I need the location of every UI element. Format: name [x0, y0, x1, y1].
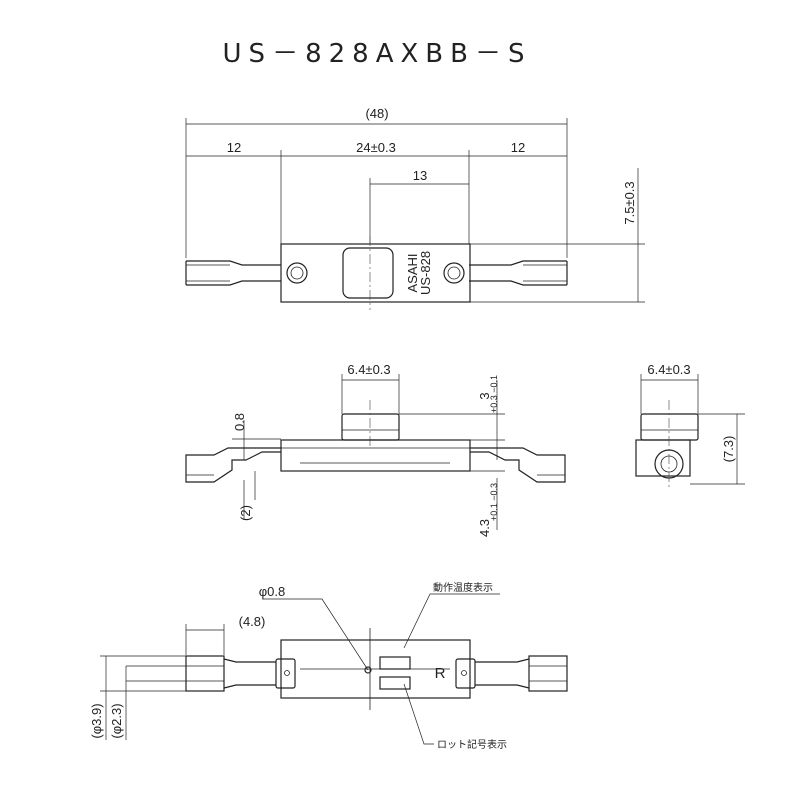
- note-temperature-marking: 動作温度表示: [433, 581, 493, 594]
- temperature-mark-box: [379, 656, 411, 670]
- marking-model: US-828: [418, 251, 433, 295]
- top-view-dimension-lines: [185, 118, 645, 303]
- note-lot-marking: ロット記号表示: [437, 738, 507, 751]
- dim-lead-offset: (2): [238, 505, 253, 521]
- lot-mark-box: [379, 676, 411, 690]
- end-view: 6.4±0.3 (7.3): [635, 362, 745, 488]
- dim-body-height-tolerance: +0.1 −0.3: [489, 483, 499, 521]
- side-view: 6.4±0.3 3 +0.3 −0.1 4.3 +0.1 −0.3 0.8 (2…: [185, 362, 566, 537]
- dim-hole-pitch: 13: [413, 168, 427, 183]
- bottom-view-right-lead: [455, 655, 568, 692]
- dim-end-height: (7.3): [721, 436, 736, 463]
- left-rivet: [286, 262, 308, 284]
- dim-plate-thickness: 0.8: [232, 413, 247, 431]
- marking-asahi: ASAHI: [405, 253, 420, 292]
- dim-body-height: 4.3: [477, 519, 492, 537]
- side-view-body: [280, 439, 471, 472]
- top-view-right-lead: [469, 260, 568, 286]
- bottom-view-dimension-lines: [100, 593, 500, 745]
- dim-outer-diameter: (φ3.9): [89, 703, 104, 738]
- dim-hole-diameter: φ0.8: [259, 584, 286, 599]
- dim-right-tab-length: 12: [511, 140, 525, 155]
- side-view-left-lead: [185, 447, 281, 483]
- marking-r: R: [435, 665, 446, 682]
- bottom-view-hole: [364, 666, 372, 674]
- dim-inner-diameter: (φ2.3): [109, 703, 124, 738]
- top-view-body: [280, 243, 471, 303]
- side-view-cap: [341, 413, 400, 441]
- dim-cap-width: 6.4±0.3: [347, 362, 390, 377]
- dim-cap-height-tolerance: +0.3 −0.1: [489, 375, 499, 413]
- top-view: (48) 12 24±0.3 12 13 7.5±0.3 ASAHI US-82…: [185, 106, 645, 310]
- bottom-view-body: [280, 639, 471, 699]
- bottom-view-left-lead: [185, 655, 296, 692]
- dim-end-cap-width: 6.4±0.3: [647, 362, 690, 377]
- top-view-window: [342, 247, 394, 299]
- top-view-left-lead: [185, 260, 281, 286]
- dim-top-height: 7.5±0.3: [622, 181, 637, 224]
- side-view-right-lead: [470, 447, 566, 483]
- dim-tab-length: (4.8): [239, 614, 266, 629]
- end-view-cap: [640, 413, 699, 441]
- dim-overall-length: (48): [365, 106, 388, 121]
- bottom-view: (4.8) φ0.8 (φ3.9) (φ2.3) 動作温度表示 ロット記号表示 …: [89, 581, 568, 751]
- dim-body-length: 24±0.3: [356, 140, 396, 155]
- dim-left-tab-length: 12: [227, 140, 241, 155]
- drawing-title: US－828AXBB－S: [223, 39, 532, 69]
- right-rivet: [443, 262, 465, 284]
- end-view-dimension-lines: [640, 374, 745, 485]
- end-view-body: [635, 439, 691, 477]
- dim-cap-height: 3: [477, 392, 492, 399]
